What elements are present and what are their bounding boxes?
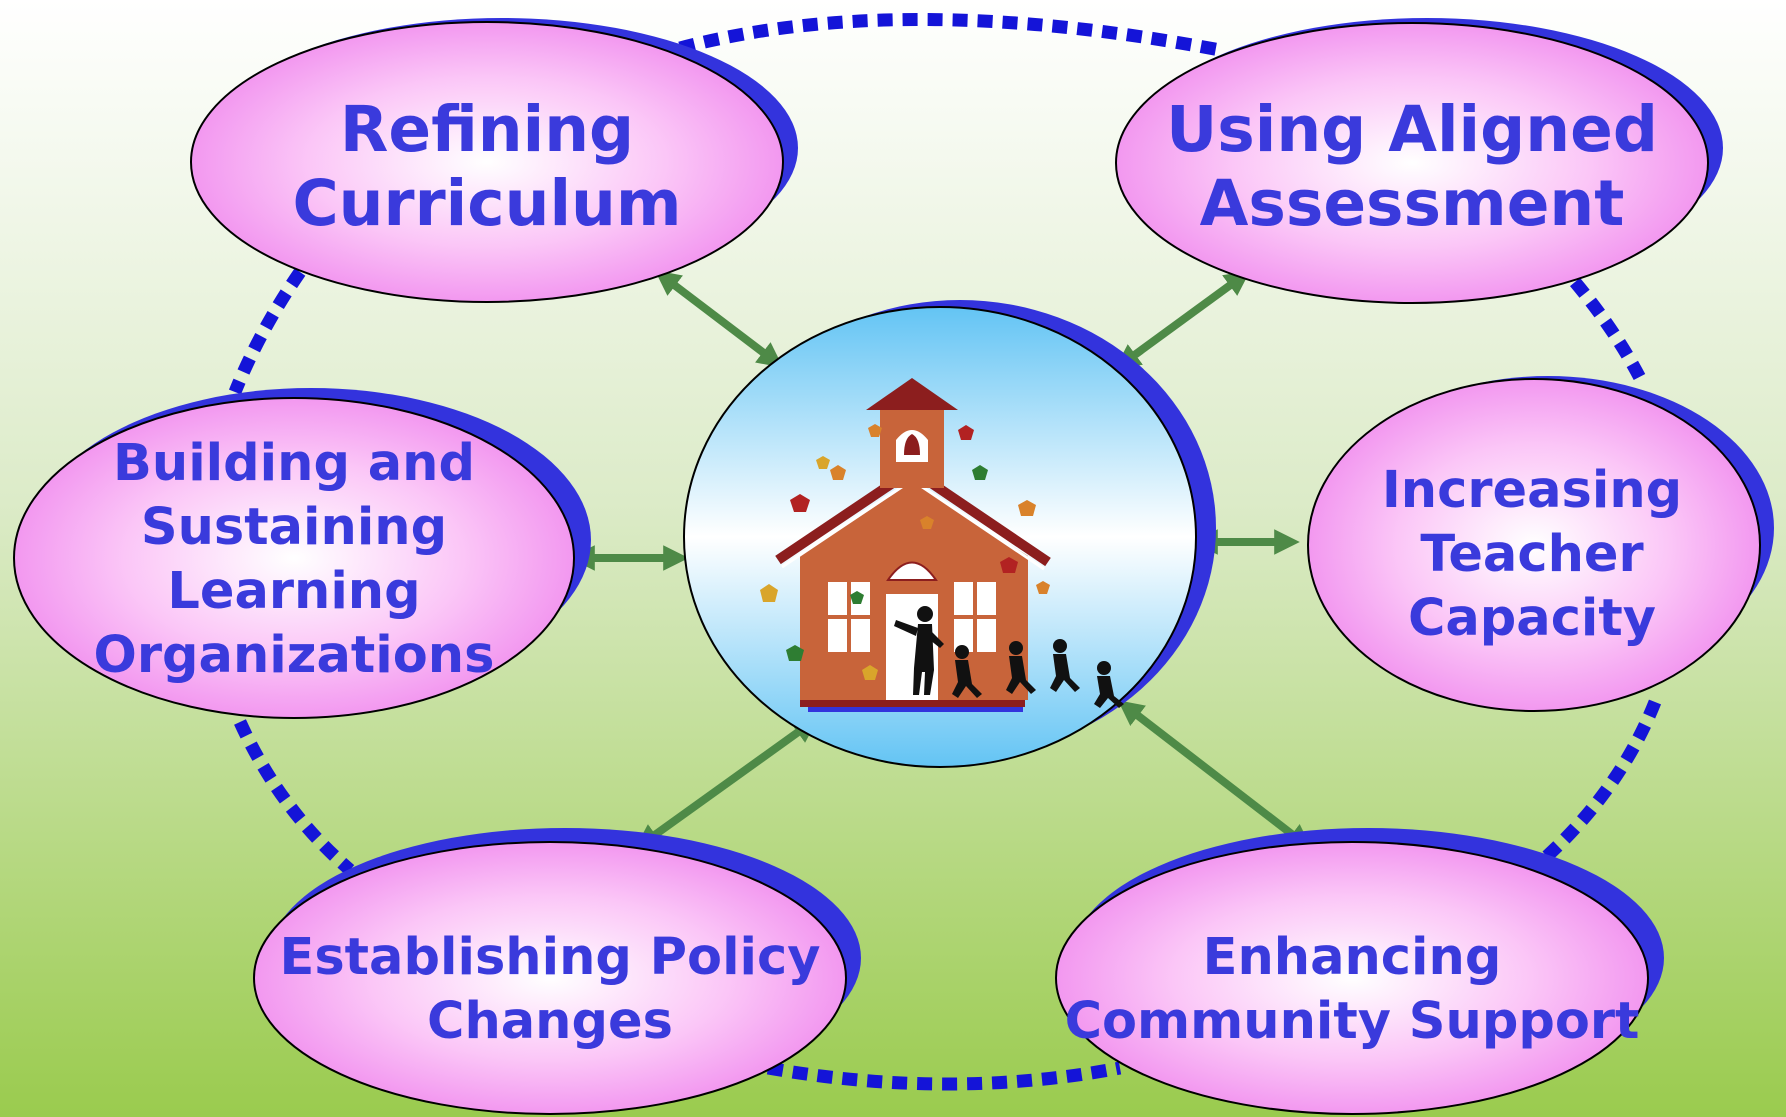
- node-using-aligned-assessment: [1115, 18, 1723, 304]
- node-ellipse: [1115, 22, 1709, 304]
- arrow-policy-changes: [634, 717, 819, 850]
- schoolhouse-icon: [760, 378, 1124, 712]
- node-increasing-teacher-capacity: [1307, 376, 1774, 712]
- connector-arrows: [569, 270, 1313, 850]
- dotted-ring: [228, 13, 1662, 1091]
- node-ellipse: [253, 841, 847, 1115]
- node-building-learning-organizations: [13, 388, 591, 719]
- node-ellipse: [190, 21, 784, 303]
- arrow-aligned-assessment: [1114, 270, 1251, 370]
- node-establishing-policy-changes: [253, 828, 861, 1115]
- arrow-community-support: [1117, 700, 1313, 850]
- center-schoolhouse: [683, 300, 1216, 768]
- node-refining-curriculum: [190, 18, 798, 303]
- arrow-refining-curriculum: [654, 270, 784, 368]
- node-ellipse: [13, 397, 575, 719]
- node-ellipse: [1055, 841, 1649, 1115]
- node-ellipse: [1307, 378, 1761, 712]
- node-enhancing-community-support: [1055, 828, 1664, 1115]
